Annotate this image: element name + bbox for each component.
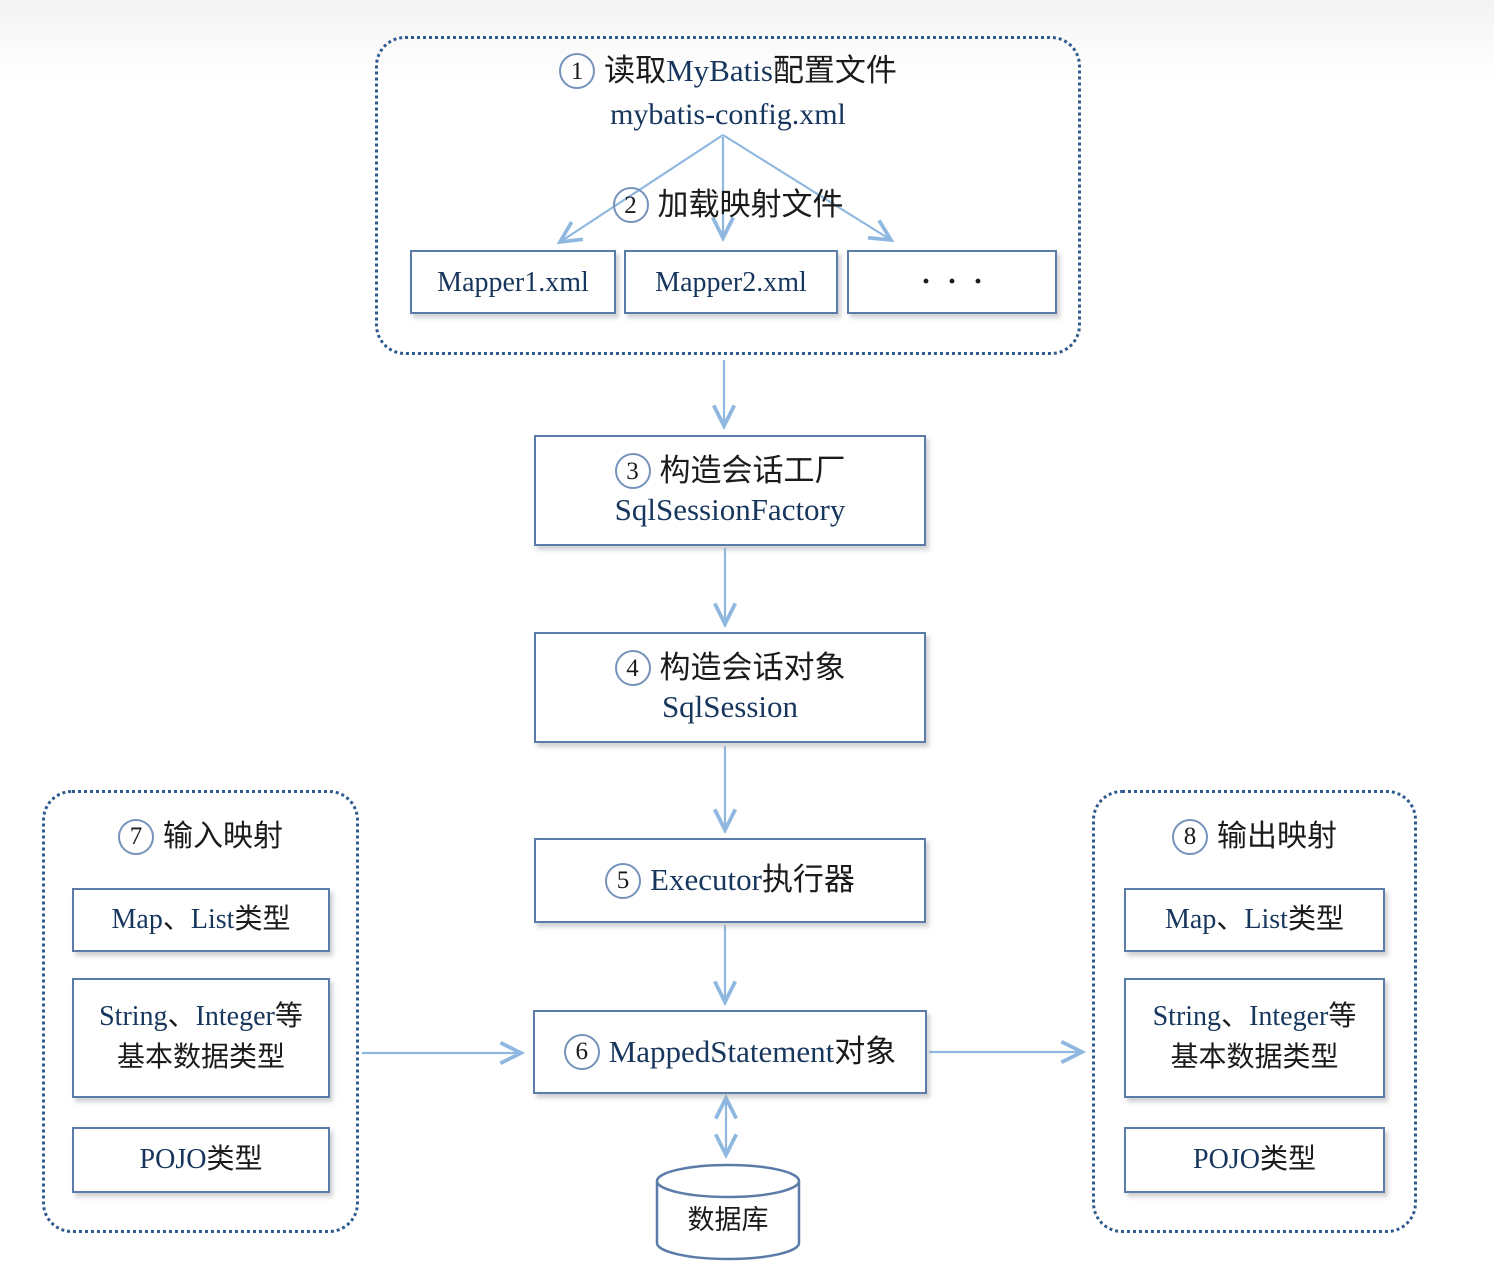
config-load-group-panel xyxy=(375,36,1081,355)
step7-number-badge: 7 xyxy=(118,818,154,855)
sqlsessionfactory-class-name: SqlSessionFactory xyxy=(614,491,846,527)
step5-number-badge: 5 xyxy=(605,862,642,899)
step2-text: 加载映射文件 xyxy=(657,187,844,222)
mapper-ellipsis-label: ··· xyxy=(920,265,999,298)
step8-number-badge: 8 xyxy=(1172,818,1208,855)
output-basic-types-line2: 基本数据类型 xyxy=(1170,1042,1339,1073)
output-mapping-title: 8 输出映射 xyxy=(1092,818,1417,856)
step4-number-badge: 4 xyxy=(614,650,651,687)
step1-number-badge: 1 xyxy=(559,53,596,90)
sqlsessionfactory-title-cn: 3 构造会话工厂 xyxy=(614,452,846,491)
step2-number-badge: 2 xyxy=(612,187,649,224)
mapper-ellipsis-box: ··· xyxy=(847,250,1057,314)
input-mapping-panel xyxy=(42,790,359,1233)
sqlsession-class-name: SqlSession xyxy=(661,688,799,724)
sqlsessionfactory-cn-text: 构造会话工厂 xyxy=(659,452,846,488)
mybatis-config-filename: mybatis-config.xml xyxy=(610,98,846,131)
input-basic-types-line2: 基本数据类型 xyxy=(116,1042,285,1073)
mapper1-label: Mapper1.xml xyxy=(437,266,589,298)
output-mapping-title-text: 输出映射 xyxy=(1217,820,1337,853)
sqlsession-cn-text: 构造会话对象 xyxy=(659,649,846,685)
database-label: 数据库 xyxy=(687,1205,769,1235)
output-mapping-panel xyxy=(1092,790,1417,1233)
mapper1-box: Mapper1.xml xyxy=(410,250,616,314)
input-mapping-title-text: 输入映射 xyxy=(163,820,283,853)
mapper2-label: Mapper2.xml xyxy=(655,266,807,298)
database-cylinder-top xyxy=(655,1163,801,1199)
input-mapping-title: 7 输入映射 xyxy=(42,818,359,856)
mapper2-box: Mapper2.xml xyxy=(624,250,838,314)
sqlsession-box: 4 构造会话对象 SqlSession xyxy=(534,632,926,743)
step2-load-mappers-label: 2 加载映射文件 xyxy=(375,186,1081,225)
step6-number-badge: 6 xyxy=(563,1034,600,1070)
step3-number-badge: 3 xyxy=(614,453,651,490)
sqlsession-title-cn: 4 构造会话对象 xyxy=(614,649,846,688)
sqlsessionfactory-box: 3 构造会话工厂 SqlSessionFactory xyxy=(534,435,926,546)
